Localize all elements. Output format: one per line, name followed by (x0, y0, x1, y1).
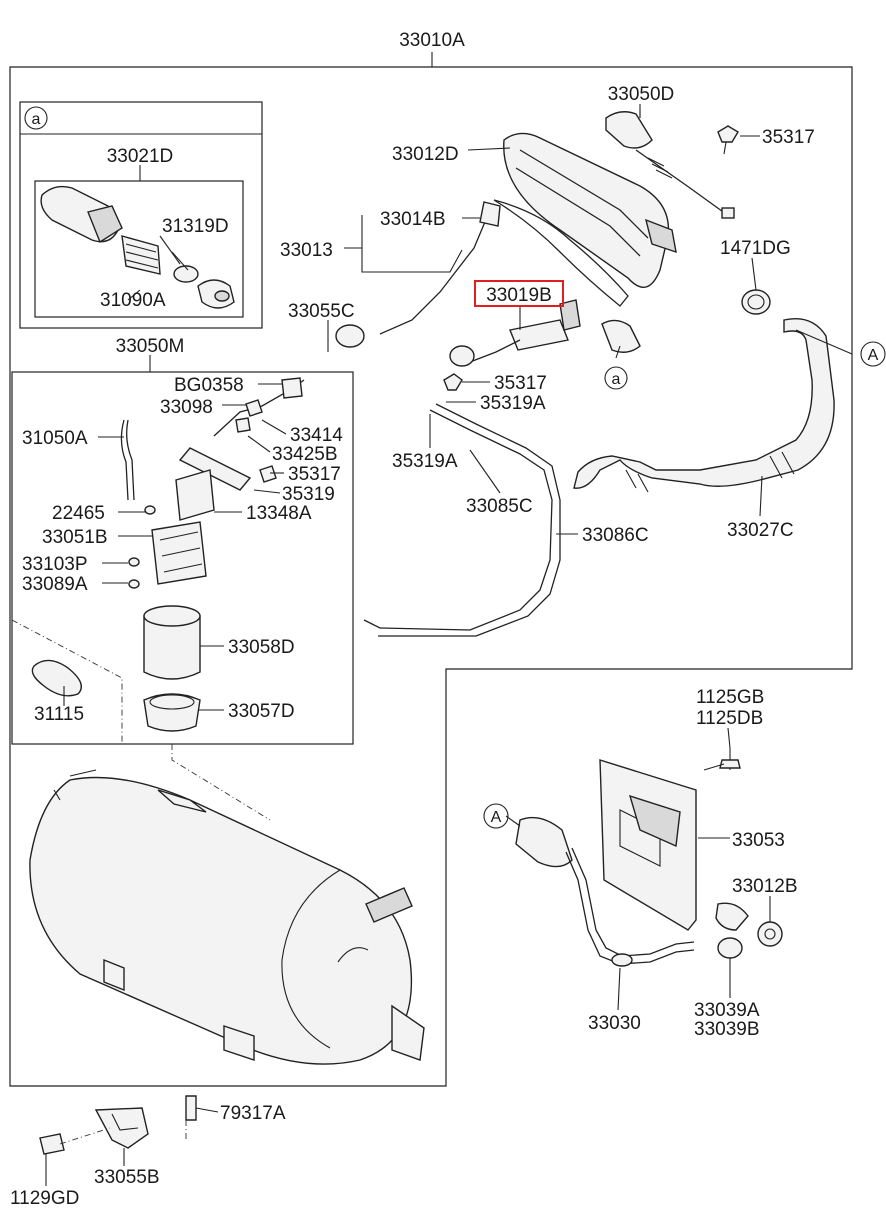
label-33098[interactable]: 33098 (160, 397, 213, 418)
fuel-tank (29, 769, 425, 1065)
part-labels: 33010A 33021D 31319D 31090A 33050D 35317… (10, 30, 815, 1209)
fuel-pump-parts (11, 377, 305, 821)
label-33425B[interactable]: 33425B (272, 444, 338, 465)
callout-circle-ref-A-lower (483, 803, 509, 829)
label-33039A[interactable]: 33039A (694, 1000, 760, 1021)
leader-lines (45, 104, 853, 1186)
label-33086C[interactable]: 33086C (582, 525, 649, 546)
label-35319A-right[interactable]: 35319A (480, 393, 546, 414)
callout-inset-a: a (32, 111, 41, 128)
label-35317-pump[interactable]: 35317 (288, 464, 341, 485)
label-33103P[interactable]: 33103P (22, 554, 88, 575)
label-31115[interactable]: 31115 (34, 704, 84, 725)
label-33414[interactable]: 33414 (290, 425, 343, 446)
label-33089A[interactable]: 33089A (22, 574, 88, 595)
label-33039B[interactable]: 33039B (694, 1019, 760, 1040)
filter-subframe (34, 180, 244, 318)
callout-ref-A-lower: A (491, 809, 502, 826)
label-33051B[interactable]: 33051B (42, 527, 108, 548)
label-1125DB[interactable]: 1125DB (696, 708, 763, 729)
inset-a-frame (19, 101, 263, 329)
label-33027C[interactable]: 33027C (727, 520, 794, 541)
main-assembly-frame (9, 66, 853, 1087)
callout-ref-a: a (612, 371, 621, 388)
label-1129GD[interactable]: 1129GD (10, 1188, 79, 1209)
label-33014B[interactable]: 33014B (380, 209, 446, 230)
label-33021D[interactable]: 33021D (107, 146, 174, 167)
label-33058D[interactable]: 33058D (228, 637, 295, 658)
label-31090A[interactable]: 31090A (100, 290, 166, 311)
label-33055C[interactable]: 33055C (288, 301, 355, 322)
fuel-pump-frame (11, 371, 354, 745)
label-33050M[interactable]: 33050M (116, 336, 185, 357)
label-33013[interactable]: 33013 (280, 240, 333, 261)
label-BG0358[interactable]: BG0358 (174, 375, 244, 396)
label-33053[interactable]: 33053 (732, 830, 785, 851)
label-35317-mid[interactable]: 35317 (494, 373, 547, 394)
callout-circle-ref-a (604, 366, 628, 390)
label-33019B[interactable]: 33019B (486, 285, 552, 306)
callout-ref-A-right: A (868, 347, 879, 364)
label-1471DG[interactable]: 1471DG (720, 238, 791, 259)
label-33085C[interactable]: 33085C (466, 496, 533, 517)
inset-filter-parts (40, 165, 235, 309)
label-33050D[interactable]: 33050D (608, 84, 675, 105)
label-35317-top[interactable]: 35317 (762, 127, 815, 148)
label-33012B[interactable]: 33012B (732, 876, 798, 897)
highlight-box-33019B (474, 280, 564, 307)
label-79317A[interactable]: 79317A (220, 1103, 286, 1124)
callout-circle-ref-A-right (860, 341, 886, 367)
label-35319A-left[interactable]: 35319A (392, 451, 458, 472)
label-35319[interactable]: 35319 (282, 484, 335, 505)
label-31050A[interactable]: 31050A (22, 428, 88, 449)
label-33057D[interactable]: 33057D (228, 701, 295, 722)
callouts: a a A A (24, 106, 886, 829)
callout-circle-inset-a (24, 106, 48, 130)
frames (9, 52, 853, 1087)
label-33030[interactable]: 33030 (588, 1013, 641, 1034)
label-33055B[interactable]: 33055B (94, 1167, 160, 1188)
label-33010A[interactable]: 33010A (399, 30, 465, 51)
bottom-brackets (39, 1095, 197, 1155)
label-1125GB[interactable]: 1125GB (696, 687, 764, 708)
top-assembly-parts (335, 110, 835, 637)
label-33012D[interactable]: 33012D (392, 144, 459, 165)
label-31319D[interactable]: 31319D (162, 216, 229, 237)
label-13348A[interactable]: 13348A (246, 503, 312, 524)
label-22465[interactable]: 22465 (52, 503, 105, 524)
canister-parts (515, 748, 783, 967)
